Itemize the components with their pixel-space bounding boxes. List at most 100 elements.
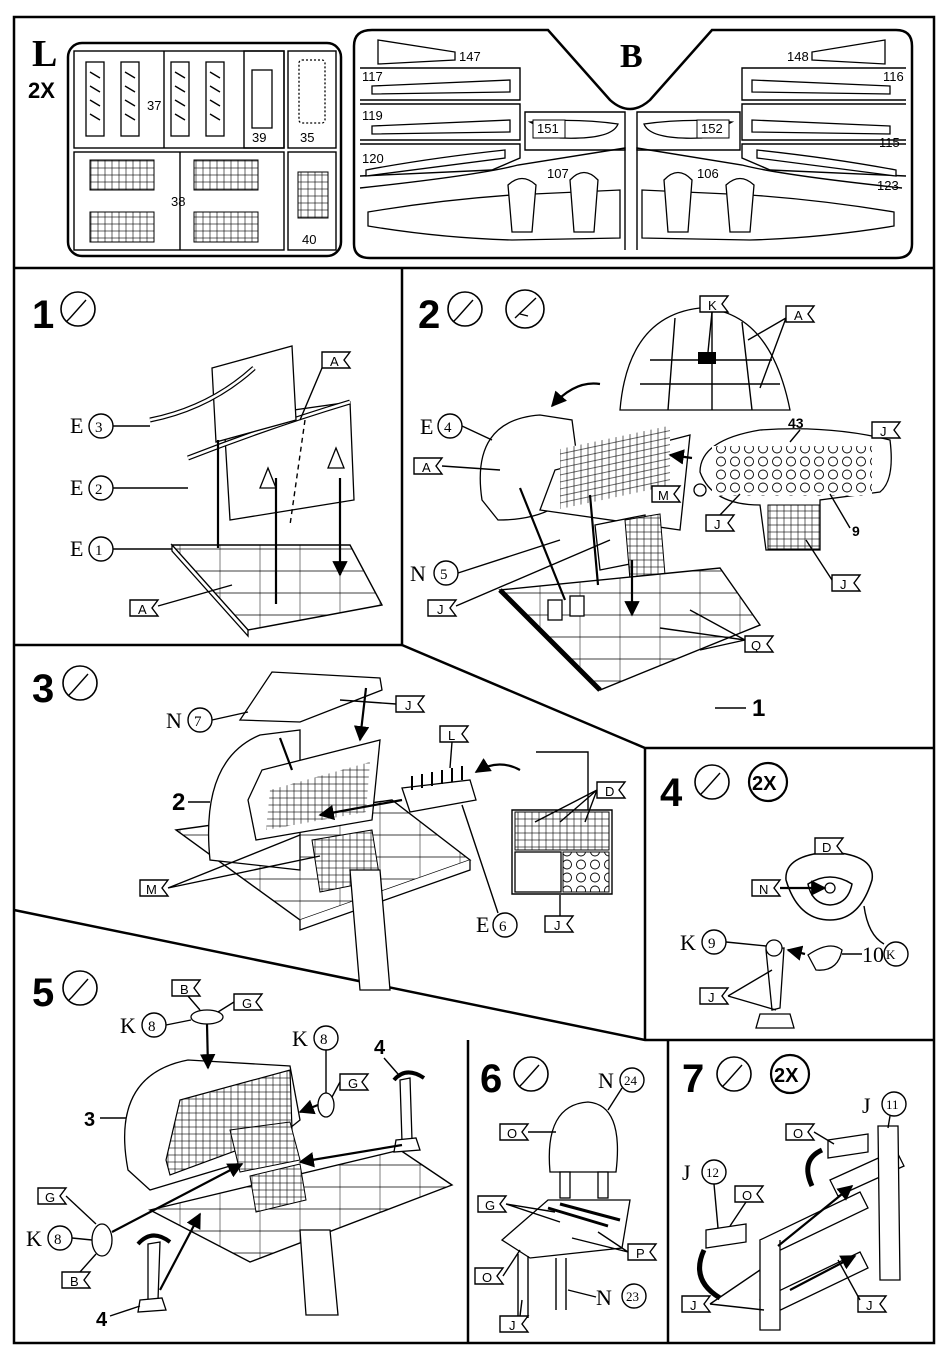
label-K-10-letter: 10 bbox=[862, 942, 884, 967]
label-N-23-letter: N bbox=[596, 1285, 612, 1310]
step-3-number: 3 bbox=[32, 667, 54, 711]
label-E-2-letter: E bbox=[70, 475, 83, 500]
step-6: 6 N 24 O G P O N 23 J bbox=[475, 1057, 656, 1333]
step-5-number: 5 bbox=[32, 971, 54, 1015]
step-4-multiplier: 2X bbox=[752, 773, 777, 795]
label-N-wheel: N bbox=[759, 882, 768, 897]
step-4-number: 4 bbox=[660, 771, 683, 815]
label-J-bottom-right: J bbox=[866, 1298, 873, 1313]
part-39-label: 39 bbox=[252, 130, 266, 145]
label-assembly-2: 2 bbox=[172, 789, 185, 816]
label-Q: Q bbox=[751, 638, 761, 653]
step-7-number: 7 bbox=[682, 1057, 704, 1101]
label-O-cushion: O bbox=[482, 1270, 492, 1285]
label-A-bottom: A bbox=[138, 602, 147, 617]
part-38-grid-3 bbox=[90, 212, 154, 242]
label-G-left: G bbox=[45, 1190, 55, 1205]
label-B-top: B bbox=[180, 982, 189, 997]
label-J-glare: J bbox=[405, 698, 412, 713]
part-115-label: 115 bbox=[879, 135, 900, 150]
label-J-floor: J bbox=[437, 602, 444, 617]
rudder-pedal-K8-left bbox=[92, 1224, 112, 1256]
label-N-23-number: 23 bbox=[626, 1289, 639, 1304]
sprue-B-letter: B bbox=[620, 38, 643, 75]
label-A-top: A bbox=[330, 354, 339, 369]
label-J-11-letter: J bbox=[862, 1093, 871, 1118]
seat-back-N24 bbox=[549, 1102, 617, 1172]
step-2-number: 2 bbox=[418, 293, 440, 337]
throttle-quadrant bbox=[402, 780, 476, 812]
label-O-top: O bbox=[793, 1126, 803, 1141]
label-N-24-letter: N bbox=[598, 1068, 614, 1093]
label-J-decal-top: J bbox=[880, 424, 887, 439]
label-G-top: G bbox=[242, 996, 252, 1011]
part-116-label: 116 bbox=[883, 69, 904, 84]
label-E-1-letter: E bbox=[70, 536, 83, 561]
part-38-grid-4 bbox=[194, 212, 258, 242]
part-116-shape bbox=[752, 80, 890, 94]
label-E-1-number: 1 bbox=[95, 543, 103, 559]
label-J-decal-left: J bbox=[714, 517, 721, 532]
label-A-canopy: A bbox=[794, 308, 803, 323]
label-J-decal-3: J bbox=[554, 918, 561, 933]
label-J-decal-bottom: J bbox=[840, 577, 847, 592]
part-35-shape bbox=[299, 60, 325, 123]
label-assembly-4-right: 4 bbox=[374, 1037, 386, 1059]
label-N-5-number: 5 bbox=[440, 567, 448, 583]
label-M-decal: M bbox=[658, 488, 669, 503]
label-E-4-number: 4 bbox=[444, 420, 452, 436]
label-D-decal: D bbox=[605, 784, 614, 799]
label-assembly-1: 1 bbox=[752, 695, 765, 722]
control-column-K9 bbox=[766, 948, 784, 1010]
label-O-back: O bbox=[507, 1126, 517, 1141]
part-106-label: 106 bbox=[697, 166, 719, 181]
label-G-right: G bbox=[348, 1076, 358, 1091]
step-3: 3 N 7 J 2 L D M E bbox=[32, 666, 625, 990]
part-107-label: 107 bbox=[547, 166, 569, 181]
part-147-label: 147 bbox=[459, 49, 481, 64]
step-4: 4 2X D N 10 K K 9 J bbox=[660, 763, 908, 1028]
part-38-label: 38 bbox=[171, 194, 185, 209]
step-2: 2 K A E 4 A N 5 bbox=[410, 290, 900, 722]
label-E-6-letter: E bbox=[476, 912, 489, 937]
label-A-shield: A bbox=[422, 460, 431, 475]
sprue-L-multiplier: 2X bbox=[28, 78, 55, 103]
rudder-bar-O-top bbox=[828, 1134, 868, 1158]
label-K-8-right-number: 8 bbox=[320, 1032, 328, 1048]
label-E-3-letter: E bbox=[70, 413, 83, 438]
label-B-left: B bbox=[70, 1274, 79, 1289]
label-J-12-number: 12 bbox=[706, 1165, 719, 1180]
label-K-8-left-letter: K bbox=[26, 1226, 42, 1251]
sprue-B: B 147 148 117 116 119 115 151 152 120 12… bbox=[354, 30, 912, 258]
label-K-8-right-letter: K bbox=[292, 1026, 308, 1051]
label-J-bottom-left: J bbox=[690, 1298, 697, 1313]
label-43: 43 bbox=[788, 415, 804, 431]
label-N-5-letter: N bbox=[410, 561, 426, 586]
label-K-10-number: K bbox=[886, 947, 896, 962]
part-151-label: 151 bbox=[537, 121, 559, 136]
part-117-shape bbox=[372, 80, 510, 94]
label-K-9-letter: K bbox=[680, 930, 696, 955]
part-123-label: 123 bbox=[877, 178, 899, 193]
label-N-24-number: 24 bbox=[624, 1073, 638, 1088]
label-M-throttle: M bbox=[146, 882, 157, 897]
step-5: 5 B G K 8 K 8 G 4 3 bbox=[26, 971, 452, 1331]
label-L: L bbox=[448, 728, 455, 743]
step-1: 1 E 3 E 2 E 1 A A bbox=[32, 292, 382, 636]
label-J-11-number: 11 bbox=[886, 1097, 899, 1112]
part-40-shape bbox=[298, 172, 328, 218]
part-38-grid-2 bbox=[194, 160, 258, 190]
label-N-7-letter: N bbox=[166, 708, 182, 733]
part-148-shape bbox=[812, 40, 885, 64]
label-9: 9 bbox=[852, 523, 860, 539]
label-N-7-number: 7 bbox=[194, 714, 202, 730]
label-P-belt: P bbox=[636, 1246, 645, 1261]
sprue-L: L 2X 37 39 35 38 40 bbox=[28, 33, 341, 256]
label-J-12-letter: J bbox=[682, 1160, 691, 1185]
label-O-left: O bbox=[742, 1188, 752, 1203]
part-119-shape bbox=[372, 120, 510, 134]
part-40-label: 40 bbox=[302, 232, 316, 247]
label-K-8-top-letter: K bbox=[120, 1013, 136, 1038]
label-J-legs: J bbox=[509, 1318, 516, 1333]
